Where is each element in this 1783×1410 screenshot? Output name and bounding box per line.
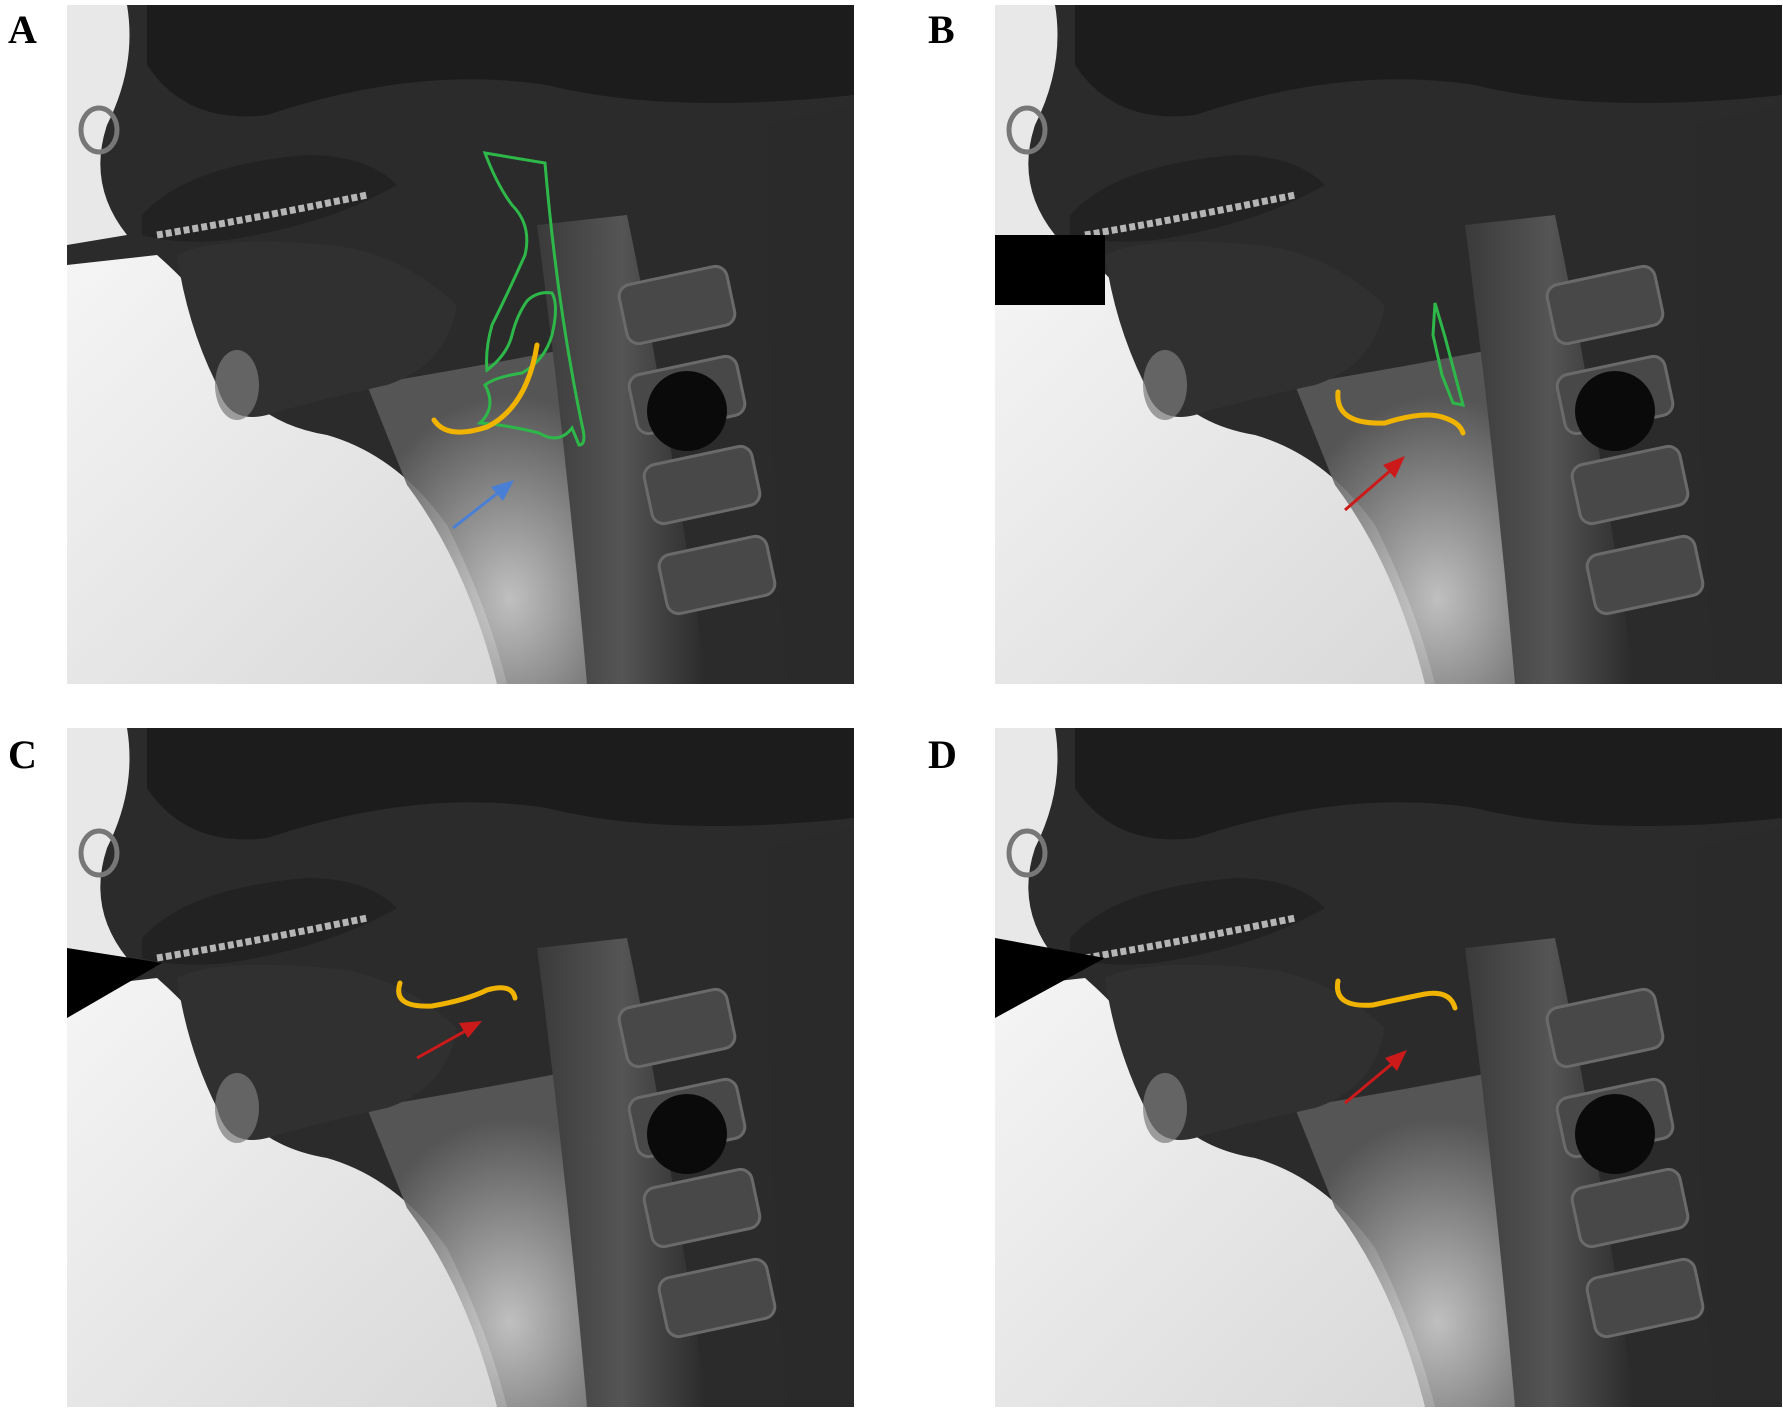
panel-c-image — [67, 728, 854, 1407]
panel-a-image — [67, 5, 854, 684]
panel-d-image — [995, 728, 1782, 1407]
panel-label-b: B — [928, 7, 955, 52]
hyoid-trace — [396, 980, 518, 1009]
panel-b-image — [995, 5, 1782, 684]
bolus-outline — [1431, 302, 1466, 407]
panel-label-d: D — [928, 732, 957, 777]
bolus-outline — [476, 151, 586, 447]
hyoid-trace — [431, 342, 540, 435]
hyoid-trace — [1335, 389, 1466, 436]
hyoid-trace — [1334, 978, 1458, 1011]
panel-label-a: A — [8, 7, 37, 52]
panel-label-c: C — [8, 732, 37, 777]
